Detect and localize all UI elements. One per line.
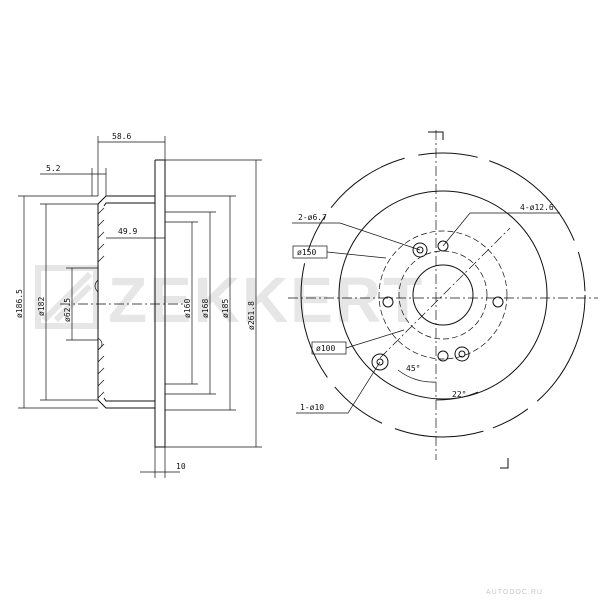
- label-d-185: ø185: [221, 299, 230, 318]
- label-d-186-5: ø186.5: [15, 289, 24, 318]
- small-hole-1-outer: [412, 242, 428, 258]
- watermark-text: AUTODOC.RU: [486, 589, 543, 596]
- side-view: ø186.5 ø182 ø62.5 ø160 ø168 ø185 ø261.8 …: [15, 132, 262, 478]
- front-view: 2-ø6.7 4-ø12.6 ø150 ø100 1-ø10 45° 22°: [288, 130, 598, 469]
- label-d-182: ø182: [37, 297, 46, 316]
- label-pcd-150: ø150: [297, 248, 316, 257]
- label-w-49-9: 49.9: [118, 227, 137, 236]
- leader-holes-12-6: [442, 212, 560, 247]
- arc-angle-45: [397, 369, 437, 383]
- disc-hat-edge: [338, 190, 548, 400]
- diagonal-axis-45: [379, 227, 511, 359]
- leader-pcd-100: [345, 329, 405, 349]
- label-d-168: ø168: [201, 299, 210, 318]
- small-hole-2-outer: [454, 346, 470, 362]
- label-d-62-5: ø62.5: [63, 298, 72, 322]
- hat-inner-top: [103, 202, 155, 207]
- small-hole-2-inner: [458, 350, 466, 358]
- brand-logo: ZEKKERT: [35, 264, 424, 336]
- brand-name: ZEKKERT: [108, 264, 424, 336]
- small-hole-1-inner: [416, 246, 424, 254]
- section-marker-top: [428, 131, 444, 140]
- bolt-hole-left: [382, 296, 394, 308]
- hat-inner-bottom: [103, 397, 155, 402]
- label-w-5-2: 5.2: [46, 164, 61, 173]
- label-angle-45: 45°: [406, 364, 420, 373]
- center-bore: [412, 264, 474, 326]
- hub-hole-detail: [97, 337, 103, 351]
- label-d-160: ø160: [183, 299, 192, 318]
- bolt-hole-bottom: [437, 350, 449, 362]
- bolt-hole-top: [437, 240, 449, 252]
- section-marker-bottom: [500, 458, 509, 469]
- label-holes-6-7: 2-ø6.7: [298, 213, 327, 222]
- hole-10-inner: [376, 358, 384, 366]
- label-w-58-6: 58.6: [112, 132, 131, 141]
- hole-10-outer: [371, 353, 389, 371]
- logo-slash: [41, 271, 93, 323]
- label-d-261-8: ø261.8: [247, 301, 256, 330]
- label-pcd-100: ø100: [316, 344, 335, 353]
- arc-angle-22: [435, 391, 479, 401]
- hat-profile: [97, 160, 156, 447]
- leader-pcd-150: [326, 251, 387, 259]
- pcd-circle-150: [378, 230, 508, 360]
- disc-outer-edge: [300, 152, 586, 438]
- label-angle-22: 22°: [452, 390, 466, 399]
- hub-hole-detail-2: [94, 279, 99, 293]
- logo-slash-2: [53, 283, 93, 323]
- label-w-10: 10: [176, 462, 186, 471]
- label-holes-12-6: 4-ø12.6: [520, 203, 554, 212]
- leader-holes-6-7: [292, 222, 421, 251]
- section-hatching: [97, 207, 105, 399]
- label-hole-10: 1-ø10: [300, 403, 324, 412]
- leader-hole-10: [296, 361, 381, 414]
- bolt-hole-right: [492, 296, 504, 308]
